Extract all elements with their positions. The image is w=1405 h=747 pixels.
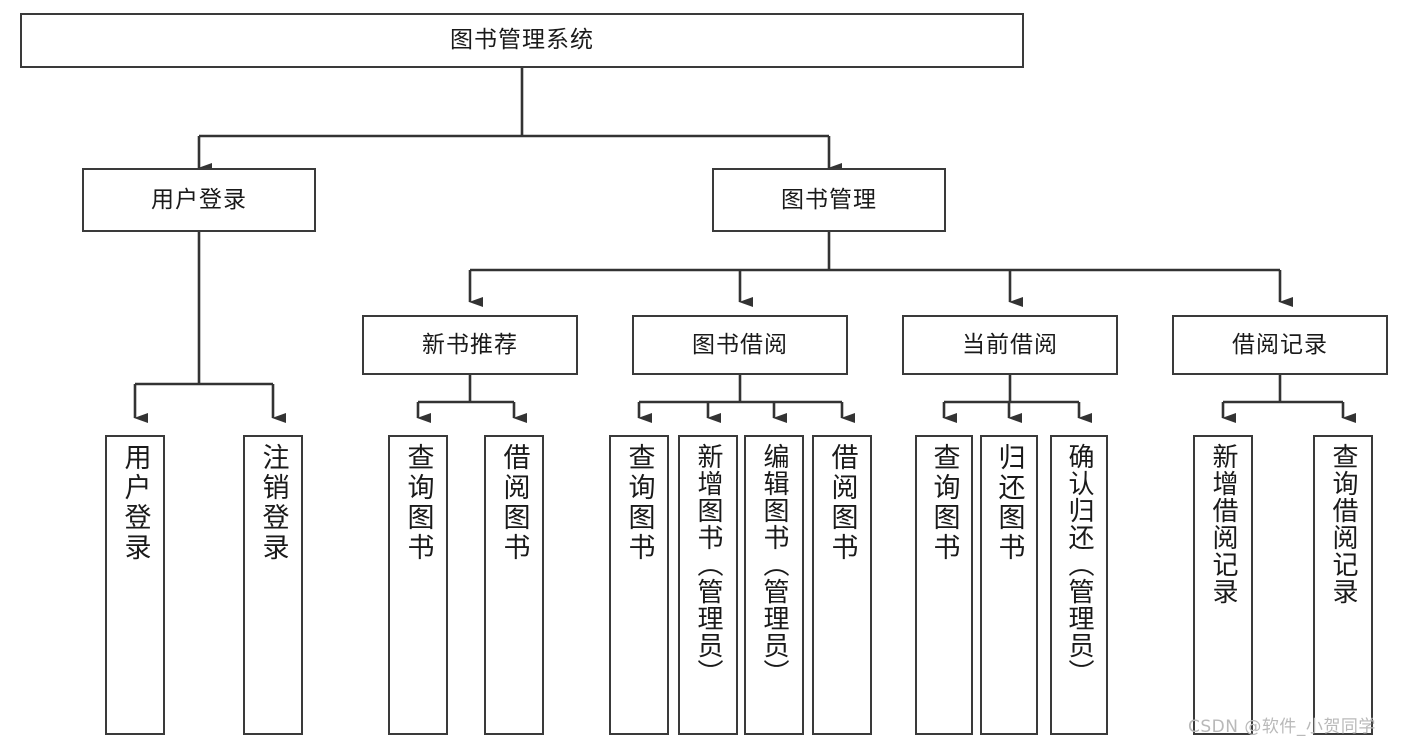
node-root-label: 图书管理系统 (450, 27, 594, 53)
node-borrow-record[interactable]: 借阅记录 (1172, 315, 1388, 375)
node-leaf-borrow-book-1-label: 借阅图书 (498, 443, 530, 563)
node-leaf-borrow-book-2[interactable]: 借阅图书 (812, 435, 872, 735)
node-book-borrow[interactable]: 图书借阅 (632, 315, 848, 375)
node-new-book-recommend[interactable]: 新书推荐 (362, 315, 578, 375)
node-borrow-record-label: 借阅记录 (1232, 331, 1328, 358)
node-user-login-label: 用户登录 (151, 186, 247, 213)
node-leaf-user-logout[interactable]: 注销登录 (243, 435, 303, 735)
node-leaf-borrow-book-1[interactable]: 借阅图书 (484, 435, 544, 735)
node-leaf-confirm-return-label: 确认归还（管理员） (1064, 443, 1094, 686)
node-leaf-return-book[interactable]: 归还图书 (980, 435, 1038, 735)
node-leaf-add-record-label: 新增借阅记录 (1208, 443, 1238, 605)
node-user-login[interactable]: 用户登录 (82, 168, 316, 232)
node-leaf-query-record[interactable]: 查询借阅记录 (1313, 435, 1373, 735)
node-leaf-confirm-return[interactable]: 确认归还（管理员） (1050, 435, 1108, 735)
node-book-management-label: 图书管理 (781, 186, 877, 213)
node-leaf-query-book-2[interactable]: 查询图书 (609, 435, 669, 735)
node-leaf-query-book-1[interactable]: 查询图书 (388, 435, 448, 735)
node-new-book-recommend-label: 新书推荐 (422, 331, 518, 358)
watermark-text: CSDN @软件_小贺同学 (1188, 717, 1376, 737)
node-leaf-query-book-2-label: 查询图书 (623, 443, 655, 563)
node-book-borrow-label: 图书借阅 (692, 331, 788, 358)
node-leaf-add-book[interactable]: 新增图书（管理员） (678, 435, 738, 735)
node-leaf-user-logout-label: 注销登录 (257, 443, 289, 563)
node-leaf-edit-book-label: 编辑图书（管理员） (759, 443, 789, 686)
node-current-borrow-label: 当前借阅 (962, 331, 1058, 358)
node-current-borrow[interactable]: 当前借阅 (902, 315, 1118, 375)
node-leaf-user-login[interactable]: 用户登录 (105, 435, 165, 735)
node-leaf-edit-book[interactable]: 编辑图书（管理员） (744, 435, 804, 735)
node-leaf-add-book-label: 新增图书（管理员） (693, 443, 723, 686)
node-leaf-query-record-label: 查询借阅记录 (1328, 443, 1358, 605)
node-root[interactable]: 图书管理系统 (20, 13, 1024, 68)
node-leaf-query-book-3[interactable]: 查询图书 (915, 435, 973, 735)
node-leaf-add-record[interactable]: 新增借阅记录 (1193, 435, 1253, 735)
node-book-management[interactable]: 图书管理 (712, 168, 946, 232)
node-leaf-return-book-label: 归还图书 (993, 443, 1025, 563)
node-leaf-query-book-1-label: 查询图书 (402, 443, 434, 563)
node-leaf-borrow-book-2-label: 借阅图书 (826, 443, 858, 563)
node-leaf-query-book-3-label: 查询图书 (928, 443, 960, 563)
node-leaf-user-login-label: 用户登录 (119, 443, 151, 563)
